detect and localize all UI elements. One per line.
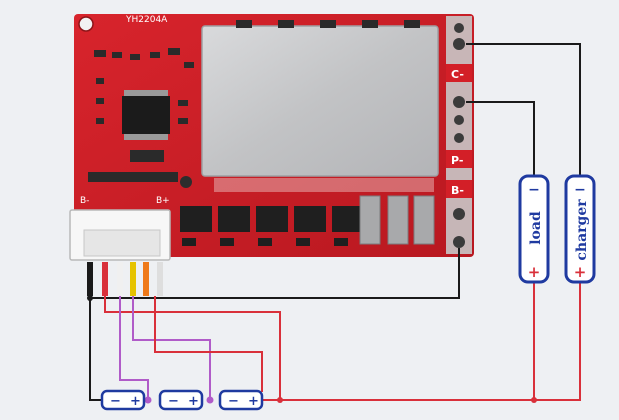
wire-balance-3 bbox=[154, 296, 263, 392]
connector-socket bbox=[83, 229, 161, 257]
wire-balance-1 bbox=[119, 296, 149, 400]
load-plus: + bbox=[528, 263, 541, 281]
cell-3-plus: + bbox=[248, 394, 259, 409]
c-minus-terminal bbox=[453, 38, 465, 50]
model-label: YH2204A bbox=[125, 15, 168, 25]
load-minus: − bbox=[528, 182, 540, 198]
junctions bbox=[87, 295, 537, 404]
p-minus-terminal bbox=[453, 96, 465, 108]
wire-positive-load bbox=[262, 282, 535, 401]
bms-board: YH2204A bbox=[69, 14, 474, 261]
battery-cell-3: − + bbox=[218, 389, 264, 411]
cell-2-plus: + bbox=[188, 394, 199, 409]
wire-positive-charger bbox=[534, 282, 581, 401]
left-b-minus-label: B- bbox=[80, 196, 89, 206]
balance-lead-stubs bbox=[87, 262, 163, 296]
ic-chip bbox=[122, 96, 170, 134]
charger-label: charger bbox=[574, 199, 590, 261]
cell-1-plus: + bbox=[130, 394, 141, 409]
cell-1-minus: − bbox=[110, 394, 121, 409]
b-minus-label: B- bbox=[451, 184, 464, 197]
cell-2-minus: − bbox=[168, 394, 179, 409]
thermistor bbox=[180, 176, 192, 188]
wire-c-minus bbox=[466, 43, 581, 176]
mosfet-row bbox=[180, 206, 362, 246]
battery-cell-1: − + bbox=[100, 389, 146, 411]
b-minus-terminal bbox=[453, 236, 465, 248]
c-minus-label: C- bbox=[451, 68, 464, 81]
wire-p-minus bbox=[466, 101, 535, 176]
charger-plus: + bbox=[574, 263, 587, 281]
terminal-strip bbox=[446, 16, 472, 254]
wire-balance-2 bbox=[132, 296, 211, 400]
load-device: − load + bbox=[518, 174, 550, 284]
via-field bbox=[214, 178, 434, 192]
cell-3-minus: − bbox=[228, 394, 239, 409]
smd-components bbox=[88, 48, 194, 182]
charger-device: − charger + bbox=[564, 174, 596, 284]
charger-minus: − bbox=[574, 182, 586, 198]
ic-pins bbox=[124, 90, 168, 140]
left-b-plus-label: B+ bbox=[156, 196, 170, 206]
mounting-hole bbox=[78, 16, 94, 32]
shunt-resistors bbox=[359, 195, 435, 245]
metal-shield bbox=[201, 25, 439, 177]
battery-cell-2: − + bbox=[158, 389, 204, 411]
shield-clips bbox=[236, 20, 420, 28]
load-label: load bbox=[528, 211, 544, 245]
p-minus-label: P- bbox=[451, 154, 463, 167]
wire-balance-red bbox=[104, 296, 281, 400]
